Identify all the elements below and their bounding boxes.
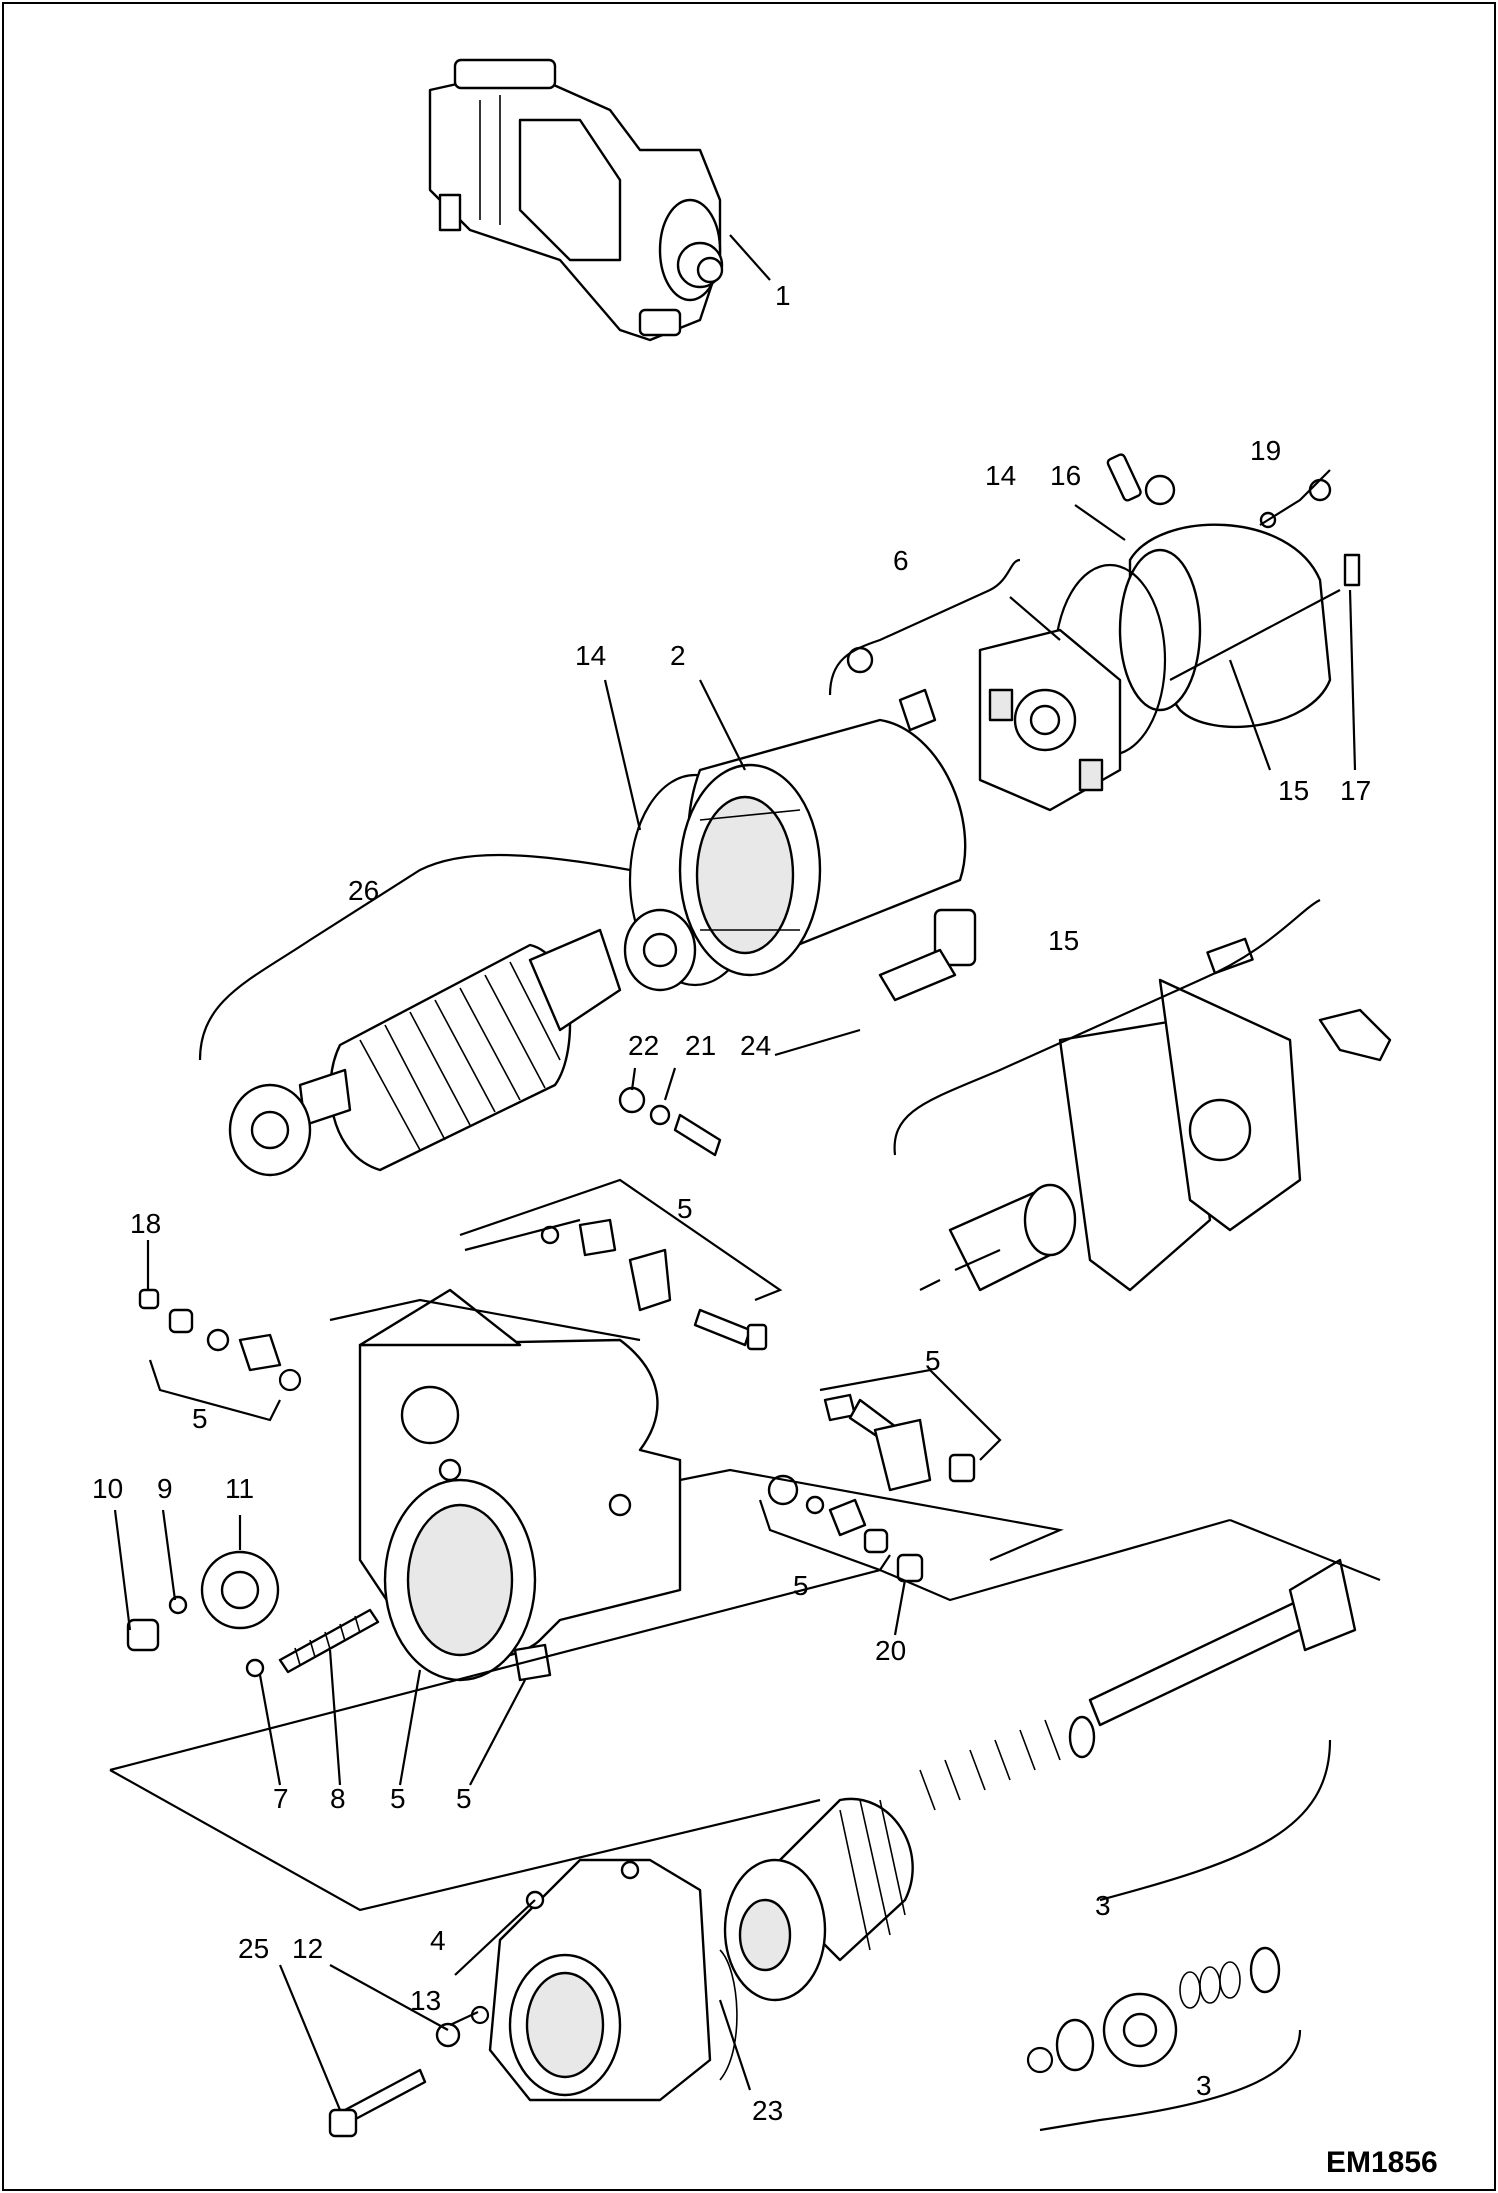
leader-lines [113, 504, 1357, 2111]
callout-14-front: 14 [575, 640, 606, 671]
armature-drawing [228, 908, 697, 1177]
callout-8: 8 [330, 1783, 346, 1814]
front-bracket-drawing [488, 1858, 738, 2102]
callout-2: 2 [670, 640, 686, 671]
callout-21: 21 [685, 1030, 716, 1061]
terminal-bolt-drawing [618, 1086, 722, 1157]
callout-5-housing: 5 [390, 1783, 406, 1814]
pinion-kit-drawing [1026, 1946, 1281, 2074]
callout-5-lever: 5 [677, 1193, 693, 1224]
callout-4: 4 [430, 1925, 446, 1956]
drawing-code: EM1856 [1326, 2146, 1438, 2179]
callout-18: 18 [130, 1208, 161, 1239]
starter-assembly-drawing [428, 58, 724, 342]
lever-parts-drawing [138, 1218, 976, 1583]
through-bolt-drawing [328, 2005, 490, 2138]
callout-5-nut: 5 [925, 1345, 941, 1376]
callout-23: 23 [752, 2095, 783, 2126]
callout-16: 16 [1050, 460, 1081, 491]
callout-25: 25 [238, 1933, 269, 1964]
end-cover-drawing [1106, 453, 1361, 728]
callout-24: 24 [740, 1030, 771, 1061]
callout-6: 6 [893, 545, 909, 576]
callout-5-plug: 5 [456, 1783, 472, 1814]
callout-15-plate: 15 [1048, 925, 1079, 956]
callout-5-washer: 5 [793, 1570, 809, 1601]
callout-22: 22 [628, 1030, 659, 1061]
callout-20: 20 [875, 1635, 906, 1666]
callout-15-cover: 15 [1278, 775, 1309, 806]
callout-13: 13 [410, 1985, 441, 2016]
callout-10: 10 [92, 1473, 123, 1504]
callout-17: 17 [1340, 775, 1371, 806]
callout-7: 7 [273, 1783, 289, 1814]
callout-11: 11 [225, 1473, 254, 1504]
callout-19: 19 [1250, 435, 1281, 466]
callout-9: 9 [157, 1473, 173, 1504]
callout-5-left: 5 [192, 1403, 208, 1434]
callout-12: 12 [292, 1933, 323, 1964]
callout-1: 1 [775, 280, 791, 311]
callout-14-rear: 14 [985, 460, 1016, 491]
plate-assembly-drawing [919, 937, 1392, 1292]
brush-holder-drawing [846, 628, 1122, 812]
callout-3-shaft: 3 [1095, 1890, 1111, 1921]
callout-3-kit: 3 [1196, 2070, 1212, 2101]
shaft-clutch-drawing [723, 1558, 1357, 2002]
callout-numbers: 1 19 14 16 6 14 2 15 17 26 15 22 21 24 1… [92, 280, 1371, 2126]
callout-26: 26 [348, 875, 379, 906]
gear-spring-drawing [126, 1550, 552, 1682]
housing-drawing [358, 1288, 682, 1682]
yoke-drawing [678, 718, 977, 1002]
